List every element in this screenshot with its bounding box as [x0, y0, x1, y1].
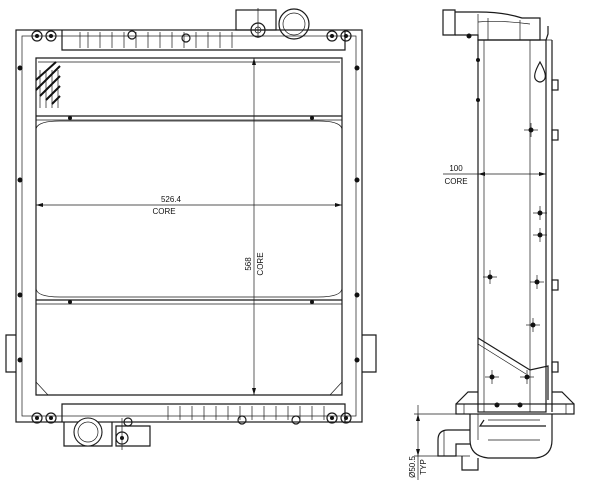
core-width-value: 526.4 [161, 195, 182, 204]
lower-tank-side [469, 414, 553, 459]
bottom-flange [455, 403, 575, 415]
top-tank [61, 30, 346, 51]
drain-plug [123, 417, 133, 427]
side-view: 100 CORE Ø50.5 TYP [408, 9, 575, 480]
stud-crosshairs [483, 123, 547, 384]
front-view: 526.4 CORE 568 CORE [5, 8, 377, 450]
bottom-tank-ribs [167, 406, 325, 420]
lower-shroud [477, 337, 549, 400]
top-tank-ribs [79, 32, 233, 48]
outlet-diameter-dimension: Ø50.5 TYP [408, 405, 470, 480]
core-height-value: 568 [244, 257, 253, 271]
left-side-bracket [5, 334, 16, 373]
side-fasteners [17, 65, 360, 363]
core-depth-label: CORE [444, 177, 467, 186]
filler-cap-inner [282, 12, 306, 36]
sensor-teardrop [534, 60, 546, 83]
core-fins-detail [35, 61, 61, 108]
rail-tabs [551, 79, 559, 373]
core-side-body [477, 39, 547, 413]
core-height-label: CORE [256, 252, 265, 275]
core-width-label: CORE [152, 207, 175, 216]
filler-neck-base [235, 9, 277, 31]
outlet-pipe-side [437, 429, 470, 457]
core-width-dimension: 526.4 CORE [36, 195, 342, 216]
core-outline [35, 57, 343, 396]
drain-fitting-housing [115, 425, 151, 447]
corner-mounts [31, 30, 352, 424]
core-height-dimension: 568 CORE [244, 58, 265, 395]
filler-cap-outer [278, 8, 310, 40]
bottom-tank [61, 403, 346, 422]
frame-inner [21, 35, 357, 417]
top-stud-left [127, 30, 137, 40]
outlet-diameter-label: TYP [419, 459, 428, 475]
frame-outer [15, 29, 363, 423]
top-stud-right [181, 33, 191, 43]
outlet-diameter-value: Ø50.5 [408, 456, 417, 478]
right-side-bracket [362, 334, 377, 373]
core-depth-value: 100 [449, 164, 463, 173]
inlet-neck [442, 9, 456, 36]
core-depth-dimension: 100 CORE [443, 164, 546, 186]
